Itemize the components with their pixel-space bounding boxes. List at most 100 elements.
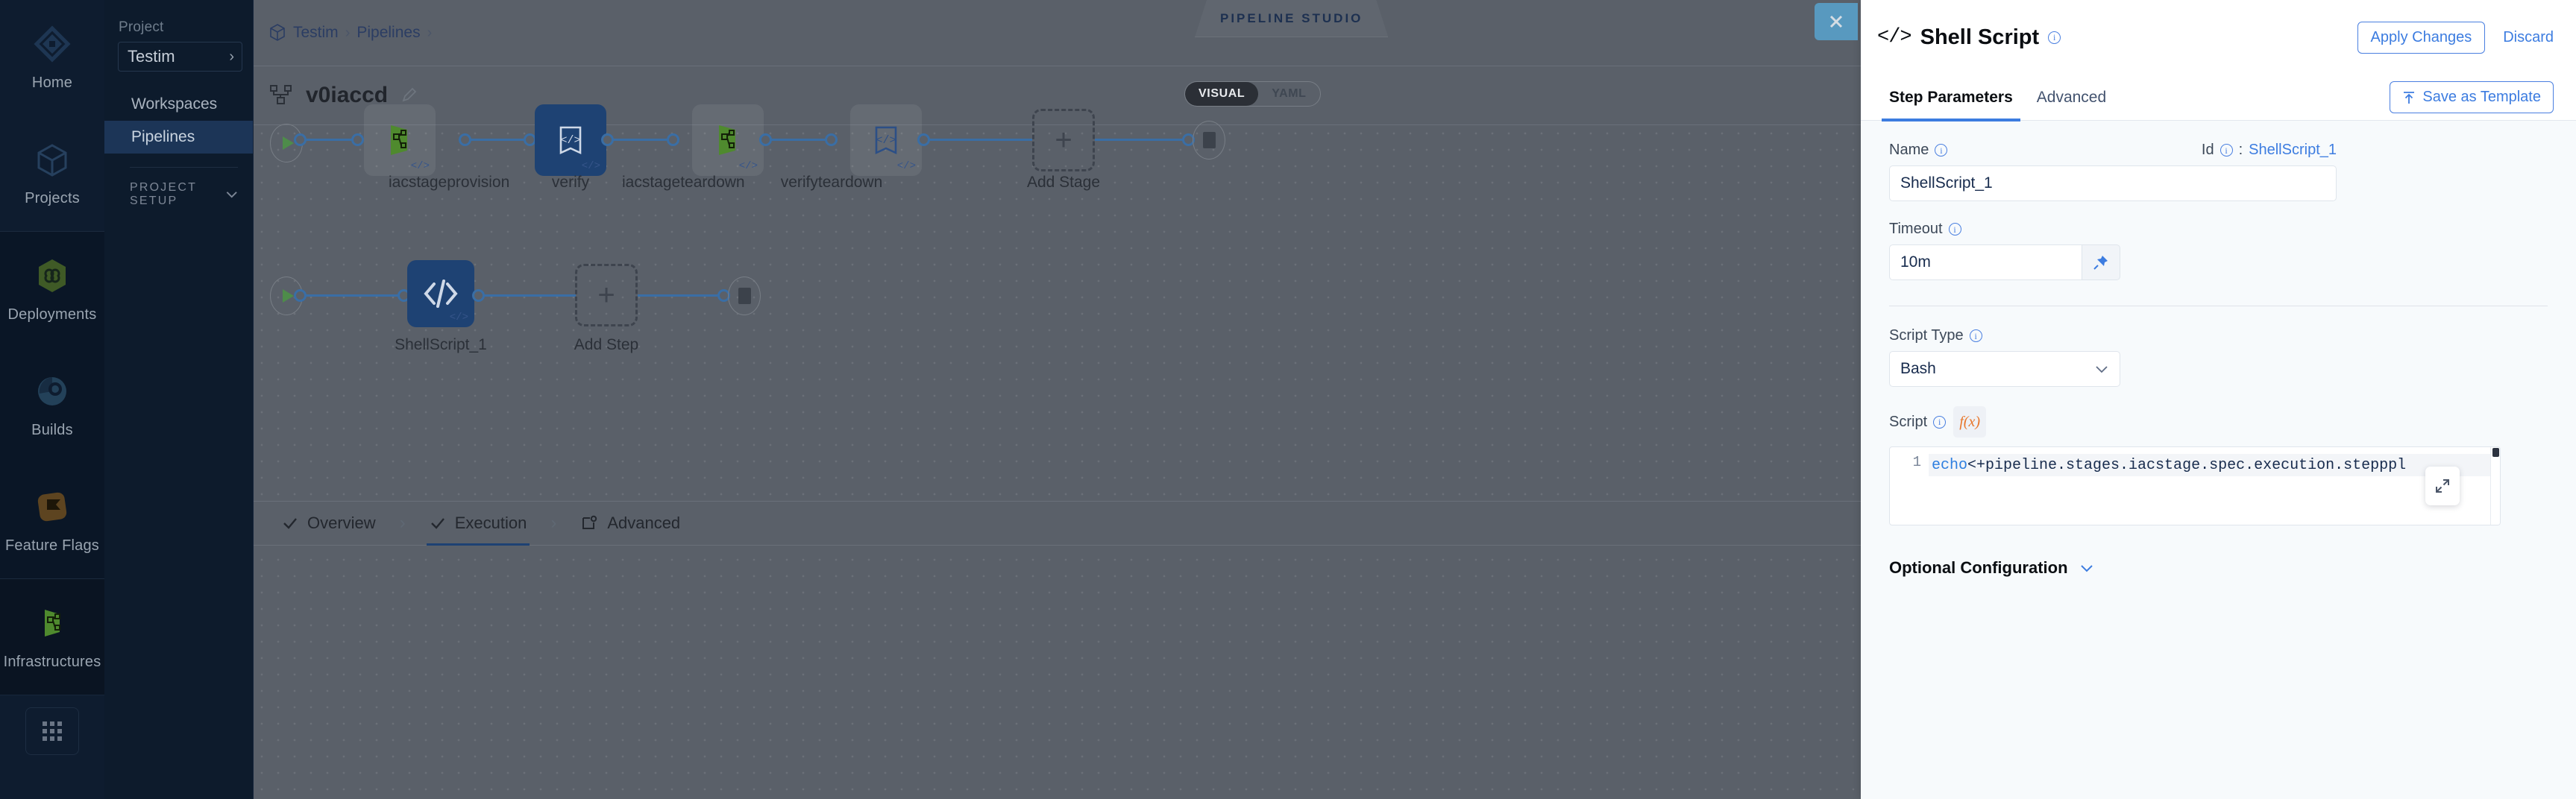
save-as-template-label: Save as Template: [2422, 89, 2541, 105]
info-icon[interactable]: i: [1933, 415, 1947, 429]
tab-separator-2: ›: [550, 513, 557, 533]
info-icon[interactable]: i: [1935, 144, 1948, 157]
nav-label-projects: Projects: [25, 190, 80, 206]
breadcrumb-item-pipelines[interactable]: Pipelines: [356, 24, 421, 41]
save-as-template-button[interactable]: Save as Template: [2390, 81, 2554, 113]
apply-changes-button[interactable]: Apply Changes: [2357, 21, 2486, 54]
nav-item-deployments[interactable]: Deployments: [0, 232, 104, 347]
script-keyword: echo: [1932, 456, 1968, 474]
flag-icon: [37, 492, 67, 522]
script-type-label: Script Type i: [1889, 327, 2548, 344]
script-line-number: 1: [1912, 454, 1921, 470]
step-edge-2: [483, 294, 576, 297]
close-icon: [1829, 15, 1843, 28]
graph-edge-1: [304, 139, 355, 141]
cube-icon: [37, 144, 67, 177]
nav-label-home: Home: [31, 75, 73, 91]
add-step-button[interactable]: +: [575, 264, 638, 326]
tab-separator-1: ›: [399, 513, 406, 533]
advanced-gear-icon: [582, 515, 597, 529]
drawer-title: Shell Script: [1920, 25, 2040, 49]
info-icon[interactable]: i: [1948, 223, 1961, 236]
pie-gear-icon: [38, 377, 66, 405]
info-icon[interactable]: i: [1969, 329, 1982, 342]
drawer-header: </> Shell Script i Apply Changes Discard: [1861, 0, 2576, 75]
script-label-text: Script: [1889, 413, 1928, 430]
script-code-line-1: echo <+pipeline.stages.iacstage.spec.exe…: [1929, 454, 2500, 476]
nav-item-infrastructures[interactable]: Infrastructures: [0, 579, 104, 695]
tab-step-parameters[interactable]: Step Parameters: [1877, 75, 2025, 121]
primary-nav-rail: Home Projects Deployments Bui: [0, 0, 104, 799]
tab-overview[interactable]: Overview: [268, 501, 389, 546]
nav-item-projects[interactable]: Projects: [0, 116, 104, 231]
stage-node-verifyteardown[interactable]: </> </>: [850, 104, 922, 176]
discard-button[interactable]: Discard: [2503, 28, 2554, 45]
tab-execution[interactable]: Execution: [416, 501, 541, 546]
id-value[interactable]: ShellScript_1: [2249, 142, 2337, 158]
apps-grid-button[interactable]: [25, 707, 79, 755]
view-mode-yaml[interactable]: YAML: [1272, 87, 1307, 100]
stage-node-verify[interactable]: </> </>: [535, 104, 606, 176]
tab-advanced[interactable]: Advanced: [567, 501, 694, 546]
optional-configuration-toggle[interactable]: Optional Configuration: [1889, 558, 2548, 578]
view-mode-visual[interactable]: VISUAL: [1185, 82, 1259, 106]
breadcrumb-separator-2: ›: [427, 24, 433, 41]
script-editor-scrollbar[interactable]: [2490, 447, 2500, 525]
shell-script-icon: </>: [559, 126, 582, 155]
sidebar-divider: [130, 167, 238, 168]
sidebar-nav: Workspaces Pipelines: [104, 88, 253, 154]
nav-label-builds: Builds: [31, 422, 73, 438]
stage-type-glyph: </>: [896, 160, 916, 172]
info-icon[interactable]: i: [2048, 31, 2061, 44]
add-stage-button[interactable]: +: [1032, 109, 1095, 171]
timeout-input[interactable]: 10m: [1889, 244, 2082, 280]
id-separator: :: [2238, 142, 2243, 158]
expand-arrows-icon[interactable]: [2425, 467, 2460, 505]
close-drawer-button[interactable]: [1815, 3, 1858, 40]
view-mode-toggle: VISUAL YAML: [1184, 81, 1321, 107]
nav-item-feature-flags[interactable]: Feature Flags: [0, 463, 104, 578]
pin-icon: [2093, 256, 2108, 270]
timeout-field: 10m: [1889, 244, 2120, 280]
step-type-glyph: </>: [449, 312, 468, 323]
nav-divider-2: [0, 578, 104, 579]
name-input[interactable]: ShellScript_1: [1889, 165, 2337, 201]
nav-label-infrastructures: Infrastructures: [3, 654, 101, 670]
nav-label-deployments: Deployments: [7, 306, 97, 323]
nav-item-home[interactable]: Home: [0, 0, 104, 116]
script-code-area[interactable]: echo <+pipeline.stages.iacstage.spec.exe…: [1929, 447, 2500, 525]
tab-drawer-advanced[interactable]: Advanced: [2036, 88, 2107, 106]
tab-label-advanced: Advanced: [607, 514, 681, 532]
pencil-icon[interactable]: [400, 86, 418, 104]
step-id-row: Id i : ShellScript_1: [2202, 142, 2337, 159]
drawer-body: Name i Id i : ShellScript_1 ShellScript_…: [1861, 121, 2576, 578]
sidebar-item-workspaces[interactable]: Workspaces: [104, 88, 253, 121]
home-diamond-icon: [34, 25, 71, 63]
upload-icon: [2404, 91, 2415, 104]
project-selector[interactable]: Testim ›: [118, 42, 242, 72]
stop-icon: [738, 288, 751, 304]
name-id-row: Name i Id i : ShellScript_1: [1889, 142, 2337, 159]
nav-item-builds[interactable]: Builds: [0, 347, 104, 463]
stage-node-iacstageteardown[interactable]: </>: [692, 104, 764, 176]
step-config-drawer: </> Shell Script i Apply Changes Discard…: [1815, 0, 2576, 799]
chevron-right-icon: ›: [229, 48, 234, 65]
timeout-pin-button[interactable]: [2082, 244, 2120, 280]
chevron-down-icon: [2080, 564, 2093, 572]
svg-text:</>: </>: [560, 134, 580, 147]
graph-dot-5: [667, 133, 679, 146]
timeout-field-label: Timeout i: [1889, 221, 2548, 238]
script-editor[interactable]: 1 echo <+pipeline.stages.iacstage.spec.e…: [1889, 446, 2501, 525]
sidebar-section-project-setup[interactable]: PROJECT SETUP: [104, 181, 253, 208]
info-icon[interactable]: i: [2220, 144, 2233, 157]
script-line-numbers: 1: [1890, 447, 1929, 525]
breadcrumb-item-testim[interactable]: Testim: [293, 24, 339, 41]
graph-dot-1: [351, 133, 364, 146]
fx-icon[interactable]: f(x): [1953, 406, 1987, 438]
plus-icon: +: [1055, 123, 1072, 157]
sidebar-item-pipelines[interactable]: Pipelines: [104, 121, 253, 154]
script-body: <+pipeline.stages.iacstage.spec.executio…: [1967, 456, 2380, 474]
step-node-shellscript-1[interactable]: </>: [407, 260, 474, 327]
stage-node-iacstageprovision[interactable]: </>: [364, 104, 436, 176]
script-type-select[interactable]: Bash: [1889, 351, 2120, 387]
